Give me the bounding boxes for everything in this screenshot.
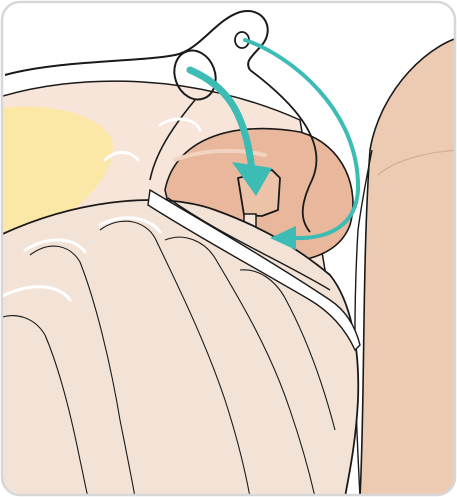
arm	[359, 34, 455, 495]
skin-ridges	[2, 117, 202, 302]
arm-fold-line	[377, 149, 455, 176]
skin-gap-shadow	[167, 197, 331, 291]
cable-lower	[249, 69, 318, 233]
insert-arrow-icon	[243, 38, 361, 241]
pull-arrow-head	[232, 162, 272, 196]
arm-inner-shade	[354, 149, 373, 495]
pull-arrow-icon	[186, 66, 256, 174]
socket-flap-shade	[173, 148, 267, 162]
electrode-pad	[2, 106, 113, 240]
finger-loop-icon	[173, 49, 217, 101]
connector-cable	[4, 10, 269, 76]
cover-band	[147, 188, 361, 352]
insert-arrow-head	[270, 226, 296, 250]
skin-long-ridges	[2, 220, 336, 495]
cable-side	[149, 99, 196, 181]
